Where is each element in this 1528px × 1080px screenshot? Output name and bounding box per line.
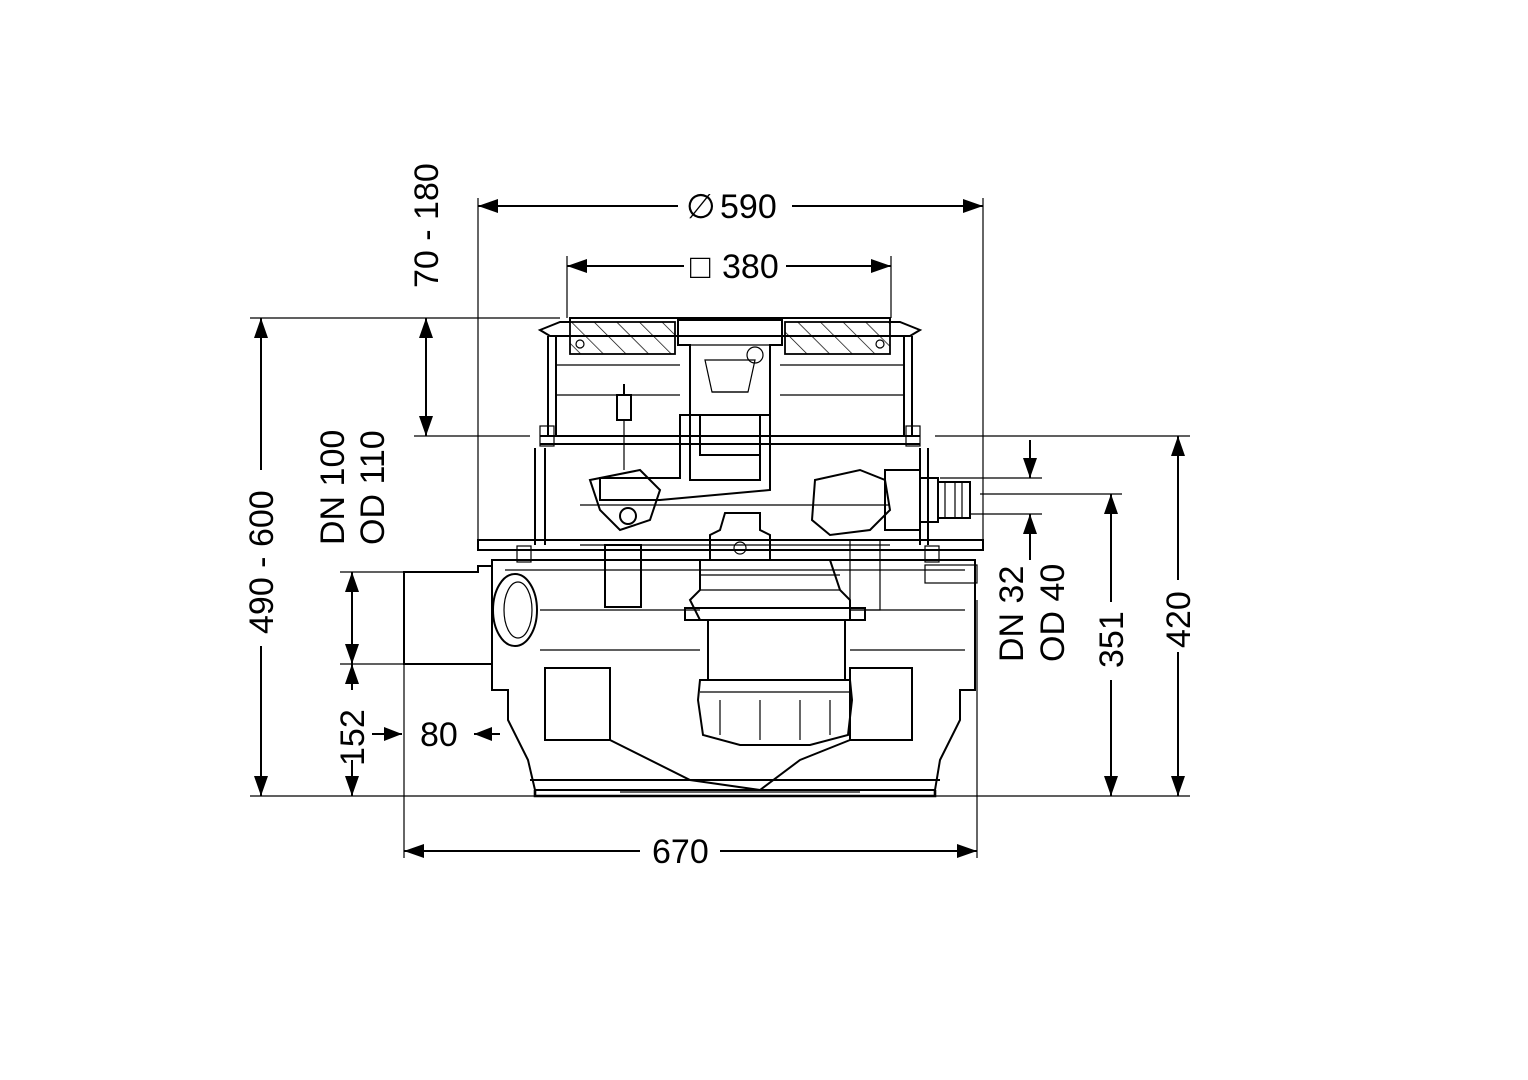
pump-motor bbox=[684, 512, 866, 746]
total-height-value: 490 - 600 bbox=[243, 490, 281, 634]
check-valve bbox=[810, 468, 971, 611]
inlet-length-value: 80 bbox=[420, 716, 458, 754]
dimension-cover-adjust: 70 - 180 bbox=[408, 163, 530, 437]
tank-upper-body bbox=[477, 448, 984, 563]
level-sensor bbox=[588, 384, 662, 532]
dimension-diameter-590: ∅ 590 bbox=[477, 188, 984, 540]
outlet-od-label: OD 40 bbox=[1034, 564, 1072, 662]
lifting-unit-drawing bbox=[403, 317, 984, 798]
diameter-value: 590 bbox=[720, 188, 777, 226]
inlet-height-value: 152 bbox=[334, 709, 372, 766]
cover-grating bbox=[537, 317, 923, 355]
dimension-inlet: DN 100 OD 110 152 80 bbox=[314, 430, 500, 796]
outlet-dn-label: DN 32 bbox=[993, 566, 1031, 662]
funnel-insert bbox=[599, 319, 783, 501]
dimension-outlet: DN 32 OD 40 bbox=[940, 440, 1072, 662]
tank-lower-body bbox=[491, 559, 978, 798]
inlet-od-label: OD 110 bbox=[354, 430, 392, 545]
square-value: 380 bbox=[722, 248, 779, 286]
square-symbol: □ bbox=[690, 248, 711, 286]
outlet-height-value: 351 bbox=[1093, 611, 1131, 668]
diameter-symbol: ∅ bbox=[686, 188, 716, 226]
dimension-square-380: □ 380 bbox=[566, 248, 892, 318]
dimension-outlet-height: 351 bbox=[980, 493, 1131, 796]
extension-shaft bbox=[539, 336, 921, 447]
dimension-total-height: 490 - 600 bbox=[243, 317, 560, 796]
cover-adjust-value: 70 - 180 bbox=[408, 163, 446, 288]
overall-width-value: 670 bbox=[652, 833, 709, 871]
body-height-value: 420 bbox=[1160, 591, 1198, 648]
inlet-pipe bbox=[403, 544, 642, 665]
inlet-dn-label: DN 100 bbox=[314, 430, 352, 545]
dimension-body-height: 420 bbox=[935, 435, 1198, 796]
dimension-overall-width: 670 bbox=[403, 572, 978, 871]
